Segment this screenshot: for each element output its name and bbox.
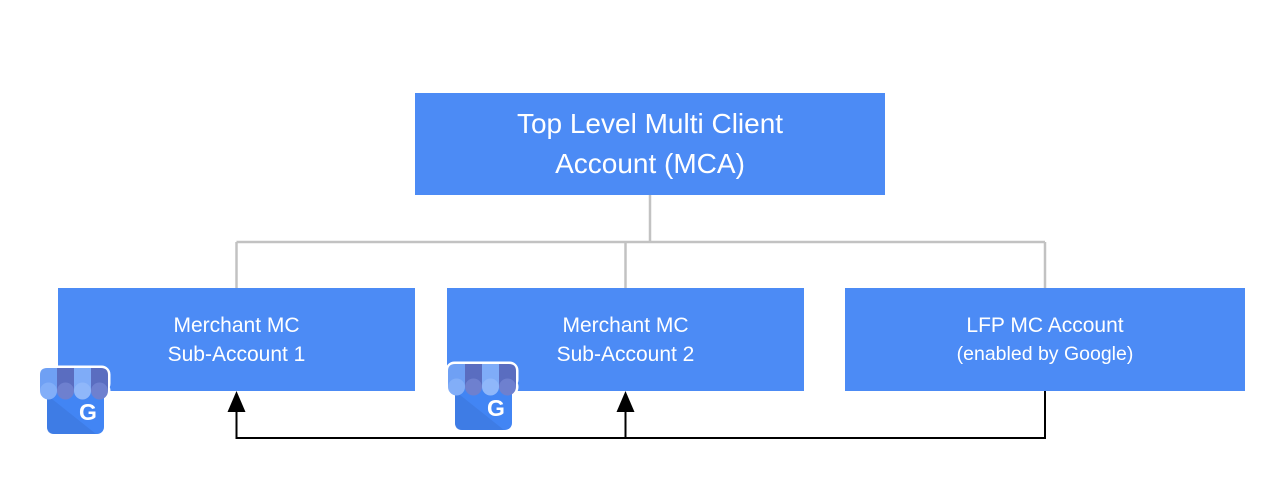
node-label-line1: Merchant MC bbox=[173, 313, 300, 337]
node-label-line1: Top Level Multi Client bbox=[516, 108, 784, 139]
node-label-line2: Account (MCA) bbox=[555, 148, 745, 179]
node-label-line2: Sub-Account 1 bbox=[167, 342, 306, 366]
node-label-line2: Sub-Account 2 bbox=[556, 342, 695, 366]
feed-line-main bbox=[235, 391, 1046, 439]
google-business-icon bbox=[445, 361, 519, 433]
node-label-line1: LFP MC Account bbox=[966, 313, 1124, 337]
node-label-line1: Merchant MC bbox=[562, 313, 689, 337]
feed-arrowhead-child1 bbox=[227, 391, 246, 412]
google-business-icon bbox=[37, 365, 111, 437]
feed-arrowhead-child2 bbox=[616, 391, 635, 412]
node-merchant-sub-account-1: Merchant MC Sub-Account 1 bbox=[58, 288, 415, 391]
node-top-level-mca: Top Level Multi Client Account (MCA) bbox=[415, 93, 885, 195]
node-label-line2: (enabled by Google) bbox=[956, 342, 1134, 365]
node-lfp-mc-account: LFP MC Account (enabled by Google) bbox=[845, 288, 1245, 391]
